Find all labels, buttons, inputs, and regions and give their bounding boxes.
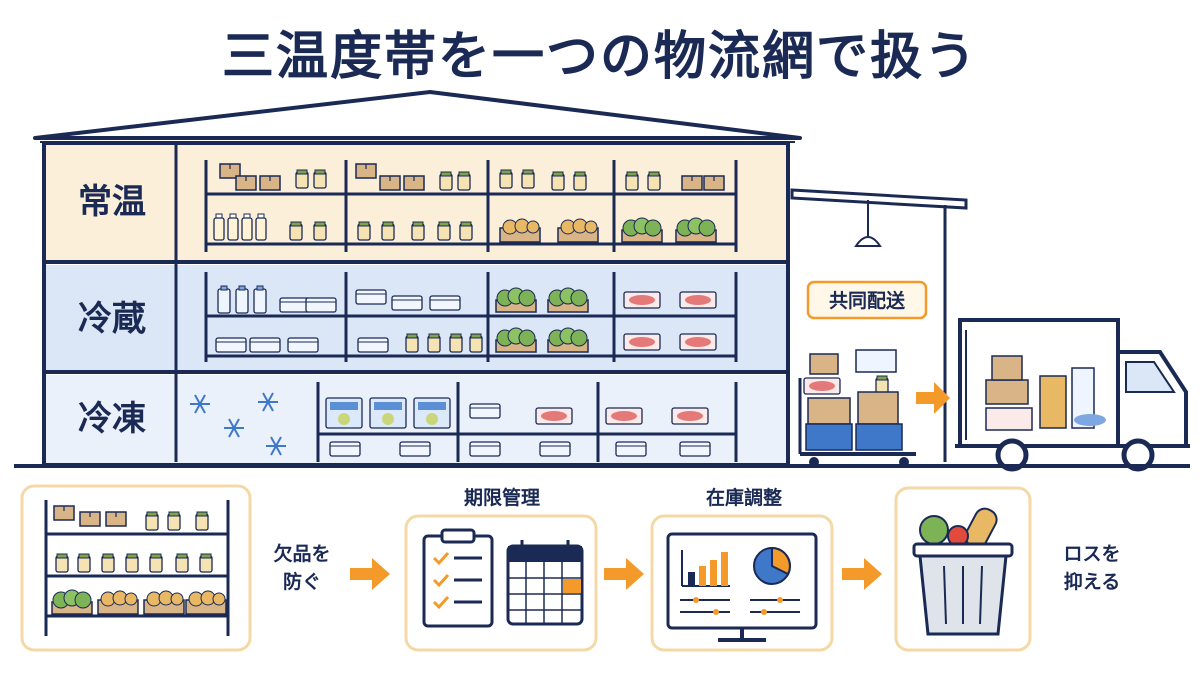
monitor-chart-icon bbox=[666, 532, 818, 642]
step-text-reduce-loss: ロスを抑える bbox=[1063, 543, 1120, 593]
zone-label-ambient: 常温 bbox=[78, 182, 146, 222]
calendar-icon bbox=[506, 540, 584, 626]
clipboard-icon bbox=[422, 528, 494, 628]
arrow-right-icon bbox=[842, 558, 882, 590]
arrow-right-icon bbox=[916, 382, 950, 414]
delivery-tag-label: 共同配送 bbox=[829, 289, 906, 312]
arrow-right-icon bbox=[350, 558, 390, 590]
arrow-right-icon bbox=[604, 558, 644, 590]
delivery-tag bbox=[806, 280, 928, 320]
warehouse: 常温 冷蔵 冷凍 bbox=[33, 90, 802, 467]
lamp-icon bbox=[854, 236, 882, 247]
step-label-inventory: 在庫調整 bbox=[706, 486, 782, 509]
zone-label-frozen: 冷凍 bbox=[78, 399, 146, 439]
step-text-prevent-stockout: 欠品を防ぐ bbox=[273, 542, 330, 593]
shelf-icon bbox=[44, 500, 230, 636]
chilled-shelves bbox=[204, 272, 738, 362]
basket-icon bbox=[912, 507, 1014, 636]
truck-icon bbox=[955, 318, 1190, 472]
page-title: 三温度帯を一つの物流網で扱う bbox=[221, 27, 978, 87]
step-label-expiry: 期限管理 bbox=[464, 486, 540, 509]
ambient-shelves bbox=[204, 160, 738, 252]
cart-icon bbox=[798, 349, 916, 467]
zone-label-chilled: 冷蔵 bbox=[78, 299, 146, 339]
frozen-shelves bbox=[316, 382, 738, 462]
loading-dock: 共同配送 bbox=[790, 188, 968, 467]
process-flow: 欠品を防ぐ 期限管理 在庫調整 bbox=[20, 484, 1121, 652]
